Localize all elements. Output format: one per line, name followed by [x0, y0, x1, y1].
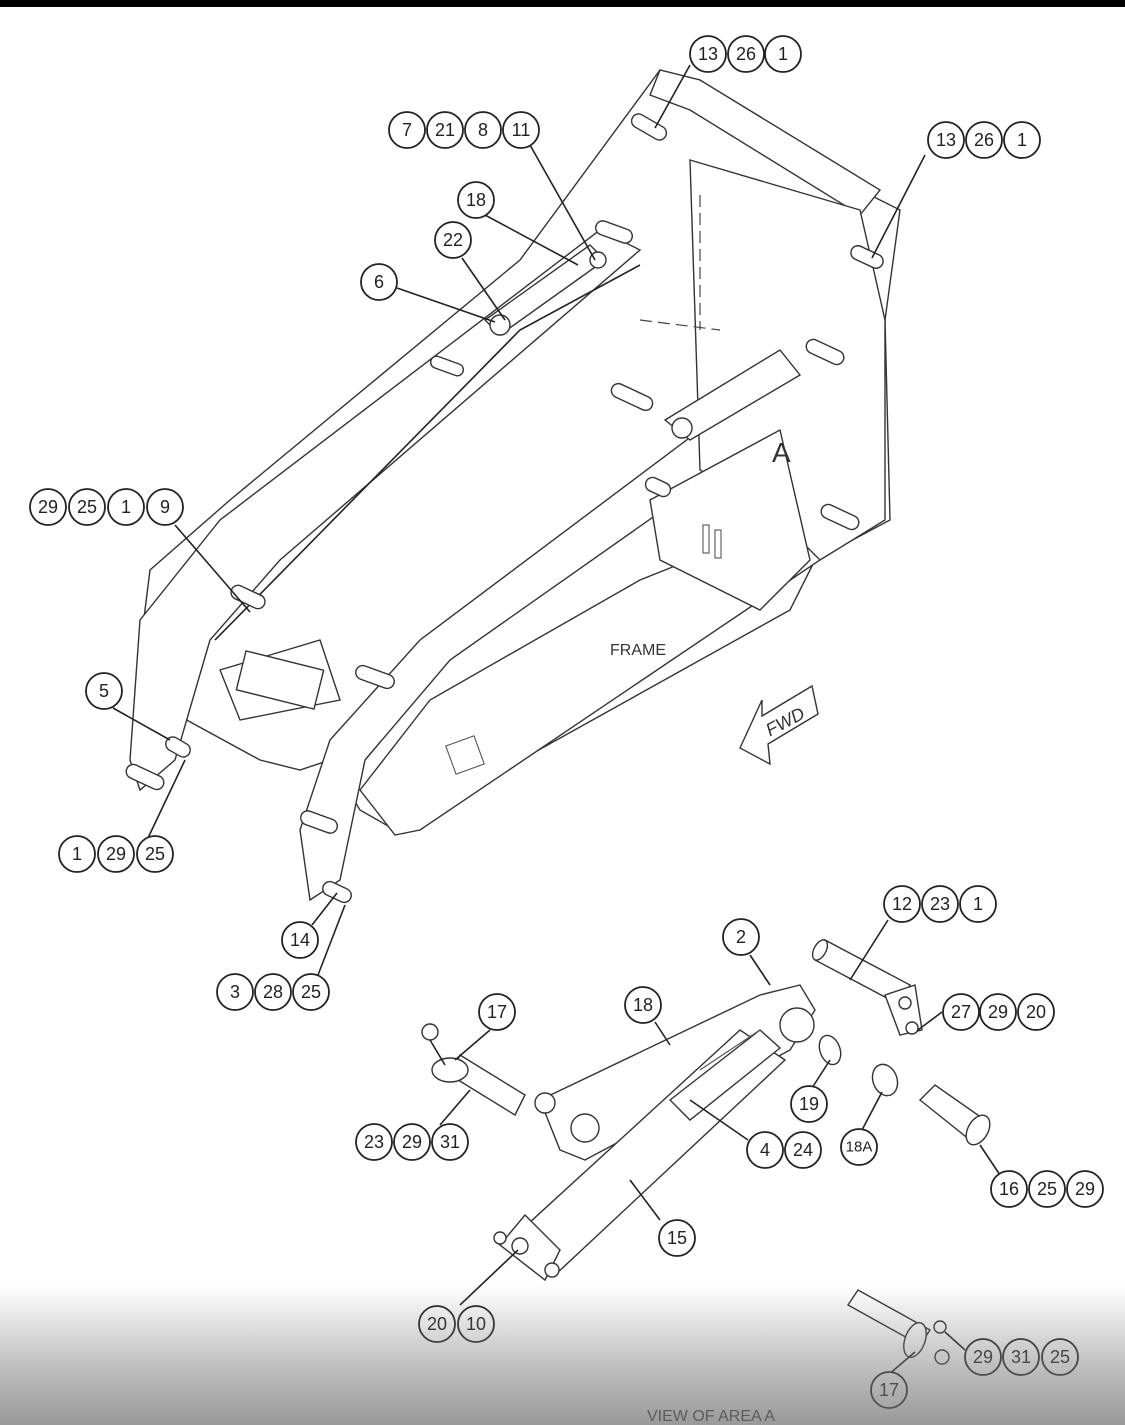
callout-c7: 29 25 1 9 [29, 488, 184, 526]
callout-c20: 4 24 [746, 1131, 822, 1169]
callout-number: 25 [301, 982, 321, 1002]
callout-number: 6 [374, 272, 384, 292]
callout-c2: 7 21 8 11 [388, 111, 540, 149]
callout-c25: 17 [870, 1371, 908, 1409]
top-border [0, 0, 1125, 7]
callout-number: 1 [1017, 130, 1027, 150]
callout-number: 25 [1050, 1347, 1070, 1367]
callout-number: 16 [999, 1179, 1019, 1199]
callout-number: 13 [698, 44, 718, 64]
callout-number: 24 [793, 1140, 813, 1160]
callout-number: 1 [72, 844, 82, 864]
callout-number: 22 [443, 230, 463, 250]
callout-number: 26 [736, 44, 756, 64]
callout-number: 9 [160, 497, 170, 517]
callout-number: 29 [973, 1347, 993, 1367]
callout-c15: 18 [624, 986, 662, 1024]
callout-number: 18 [466, 190, 486, 210]
callout-number: 21 [435, 120, 455, 140]
callout-number: 3 [230, 982, 240, 1002]
callout-c24: 29 31 25 [964, 1338, 1079, 1376]
callout-number: 20 [427, 1314, 447, 1334]
callout-c3: 13 26 1 [927, 121, 1041, 159]
callout-c23: 20 10 [418, 1305, 495, 1343]
callout-number: 23 [930, 894, 950, 914]
callout-c16: 27 29 20 [942, 993, 1055, 1031]
callout-number: 8 [478, 120, 488, 140]
callout-number: 1 [973, 894, 983, 914]
callout-number: 13 [936, 130, 956, 150]
callout-number: 29 [106, 844, 126, 864]
callout-c21: 16 25 29 [990, 1170, 1104, 1208]
callout-c22: 15 [658, 1219, 696, 1257]
callout-number: 27 [951, 1002, 971, 1022]
callout-number: 18A [846, 1139, 873, 1156]
callout-c1: 13 26 1 [689, 35, 802, 73]
callout-number: 2 [736, 927, 746, 947]
callout-number: 31 [1011, 1347, 1031, 1367]
callout-c8: 5 [85, 672, 123, 710]
callout-number: 25 [1037, 1179, 1057, 1199]
callout-c18: 18A [840, 1128, 878, 1166]
frame-drawing [125, 69, 901, 904]
callout-number: 1 [778, 44, 788, 64]
callout-number: 10 [466, 1314, 486, 1334]
callout-number: 29 [402, 1132, 422, 1152]
callout-c6: 6 [360, 263, 398, 301]
callout-number: 18 [633, 995, 653, 1015]
callout-c5: 22 [434, 221, 472, 259]
callout-c17: 19 [790, 1085, 828, 1123]
callout-number: 29 [988, 1002, 1008, 1022]
view-of-area-a-label: VIEW OF AREA A [647, 1408, 775, 1425]
callout-number: 25 [77, 497, 97, 517]
callout-number: 20 [1026, 1002, 1046, 1022]
callout-number: 29 [1075, 1179, 1095, 1199]
callout-number: 29 [38, 497, 58, 517]
callout-c13: 2 [722, 918, 760, 956]
callout-number: 12 [892, 894, 912, 914]
callout-c4: 18 [457, 181, 495, 219]
callout-number: 31 [440, 1132, 460, 1152]
callout-number: 14 [290, 930, 310, 950]
callout-c10: 14 [281, 921, 319, 959]
callout-number: 7 [402, 120, 412, 140]
callout-number: 17 [487, 1002, 507, 1022]
frame-label: FRAME [610, 642, 666, 659]
callout-c14: 17 [478, 993, 516, 1031]
callout-number: 26 [974, 130, 994, 150]
fwd-arrow: FWD [739, 684, 819, 766]
callout-number: 5 [99, 681, 109, 701]
callout-number: 23 [364, 1132, 384, 1152]
callout-c12: 12 23 1 [883, 885, 997, 923]
callout-c9: 1 29 25 [58, 835, 174, 873]
callout-number: 15 [667, 1228, 687, 1248]
callout-number: 25 [145, 844, 165, 864]
callout-number: 4 [760, 1140, 770, 1160]
leader-lines [112, 64, 1001, 1376]
callout-number: 28 [263, 982, 283, 1002]
callout-c11: 3 28 25 [216, 973, 330, 1011]
callout-c19: 23 29 31 [355, 1123, 469, 1161]
area-a-label: A [772, 437, 791, 468]
callout-number: 1 [121, 497, 131, 517]
callout-number: 19 [799, 1094, 819, 1114]
callout-number: 17 [879, 1380, 899, 1400]
callout-number: 11 [512, 120, 531, 140]
